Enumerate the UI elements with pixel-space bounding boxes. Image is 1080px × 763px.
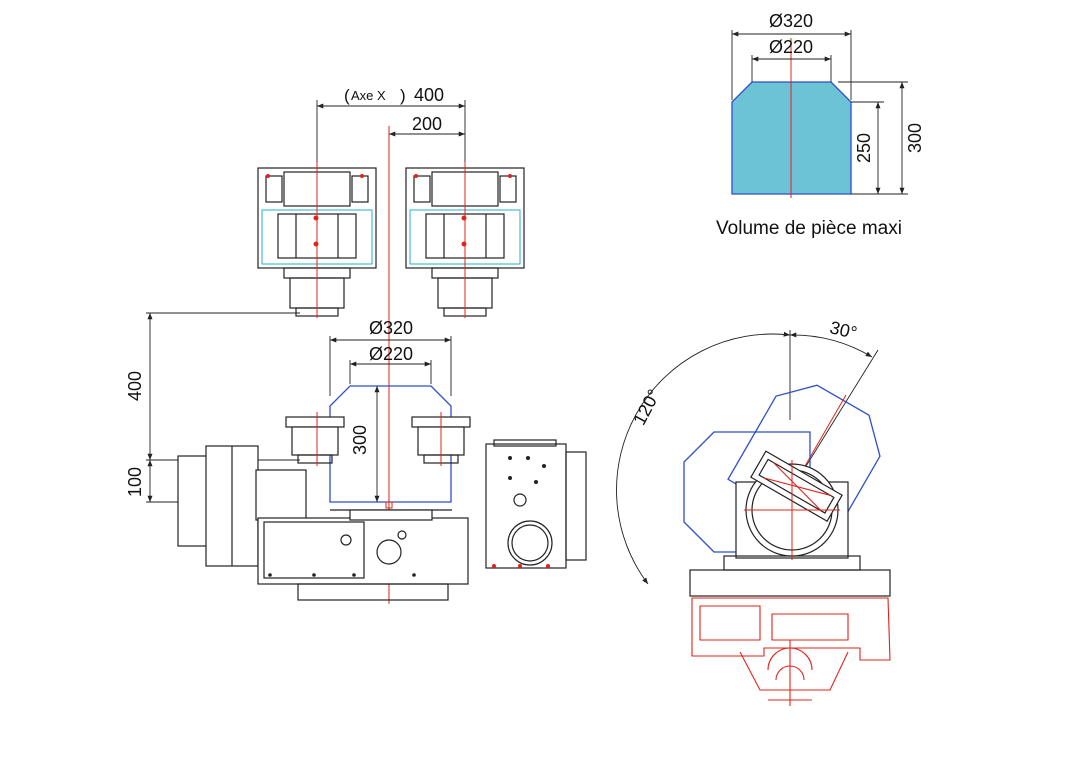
spindle-head-left <box>257 162 377 318</box>
spindle-head-low-left <box>285 412 345 466</box>
top-dia-inner-label: Ø220 <box>769 37 813 57</box>
axe-x-close-paren: ) <box>400 86 406 105</box>
main-dia-outer-label: Ø320 <box>369 318 413 338</box>
axe-x-open-paren: ( <box>344 86 350 105</box>
top-h-outer-label: 300 <box>905 123 925 153</box>
angle-30-label: 30° <box>828 317 859 343</box>
main-workpiece-envelope <box>329 385 452 503</box>
rotary-table-body <box>723 450 861 571</box>
left-motor <box>177 445 307 567</box>
tilted-envelope-90 <box>683 431 811 553</box>
travel-x-label: 400 <box>414 85 444 105</box>
left-vertical-label: 400 <box>125 371 145 401</box>
right-gearbox <box>485 439 587 569</box>
angle-120-label: 120° <box>629 386 664 428</box>
workpiece-caption: Volume de pièce maxi <box>716 218 902 239</box>
arc-120 <box>616 331 791 585</box>
top-dia-outer-label: Ø320 <box>769 11 813 31</box>
base-casting <box>689 569 891 706</box>
main-dia-inner-label: Ø220 <box>369 344 413 364</box>
machine-base <box>257 501 469 601</box>
tilt-table-view: 120° 30° <box>616 317 891 706</box>
main-height-label: 300 <box>350 425 370 455</box>
top-h-inner-label: 250 <box>854 133 874 163</box>
offset-x-text: 200 <box>412 114 442 134</box>
workpiece-volume-view: Ø320 Ø220 250 300 Volume de pièce maxi <box>716 11 925 239</box>
spindle-head-right <box>405 162 525 318</box>
arc-30 <box>789 332 873 358</box>
spindle-head-low-right <box>411 412 471 466</box>
left-small-label: 100 <box>125 467 145 497</box>
axe-x-label: Axe X <box>351 88 386 103</box>
machine-front-view: 400 100 Ø320 Ø220 300 <box>125 312 587 601</box>
